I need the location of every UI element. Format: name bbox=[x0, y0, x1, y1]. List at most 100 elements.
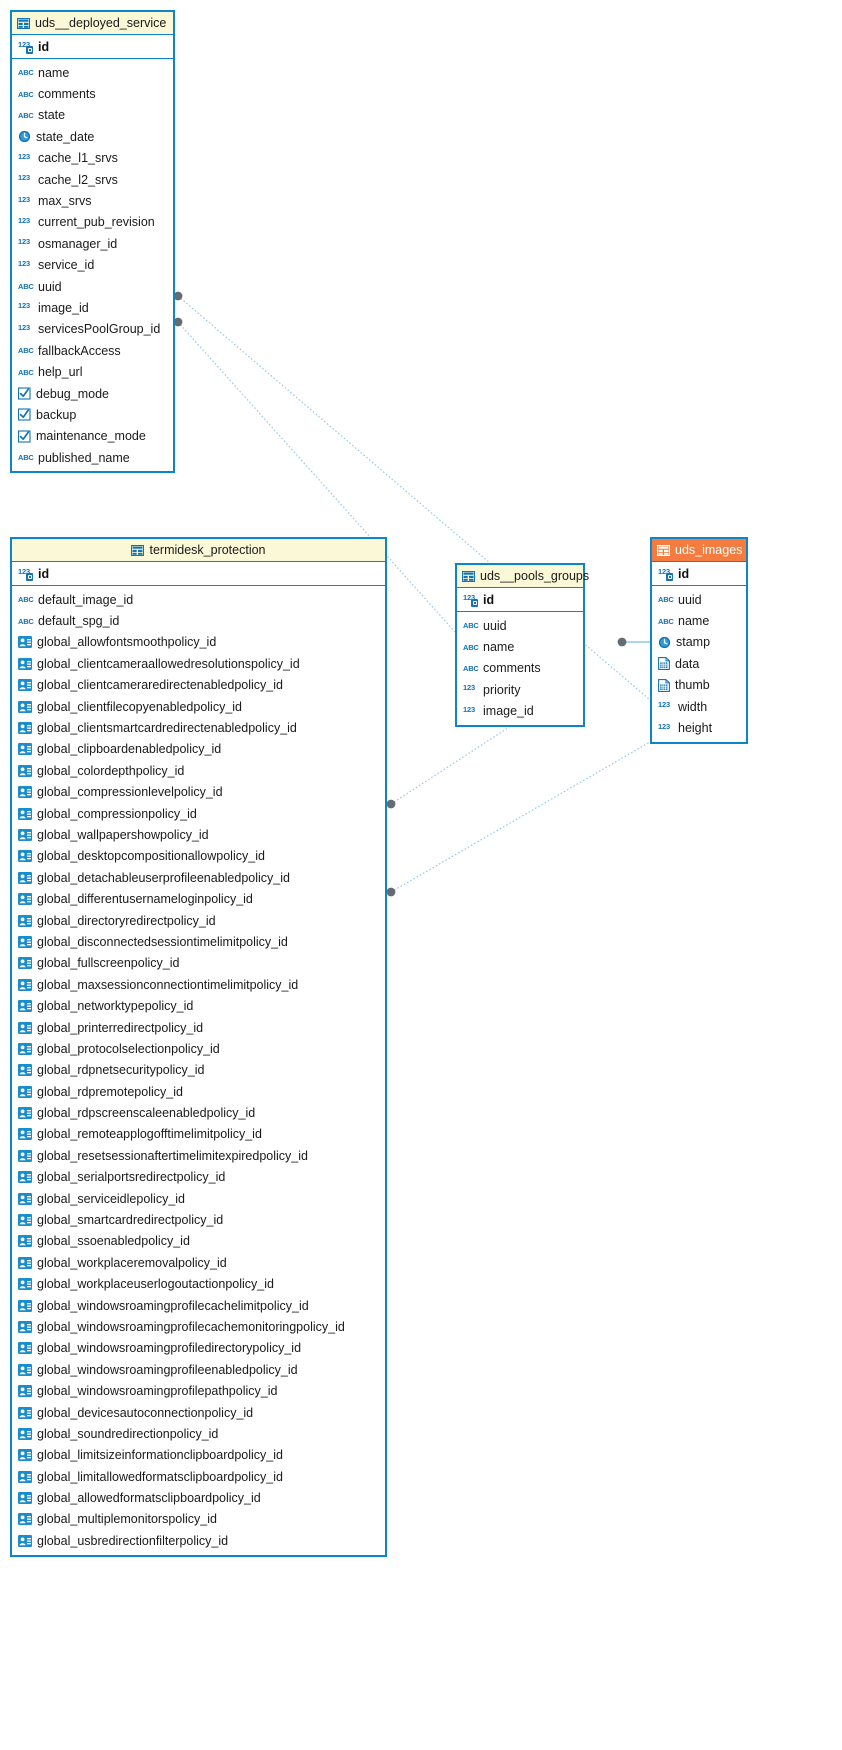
column-row[interactable]: global_windowsroamingprofileenabledpolic… bbox=[12, 1359, 385, 1380]
table-header-termidesk_protection[interactable]: termidesk_protection bbox=[12, 539, 385, 562]
column-row[interactable]: global_maxsessionconnectiontimelimitpoli… bbox=[12, 974, 385, 995]
column-row[interactable]: global_devicesautoconnectionpolicy_id bbox=[12, 1402, 385, 1423]
column-row[interactable]: global_clientcameraallowedresolutionspol… bbox=[12, 653, 385, 674]
column-row[interactable]: global_allowfontsmoothpolicy_id bbox=[12, 632, 385, 653]
column-row[interactable]: global_clientcameraredirectenabledpolicy… bbox=[12, 675, 385, 696]
column-row[interactable]: global_rdpnetsecuritypolicy_id bbox=[12, 1060, 385, 1081]
table-header-uds__pools_groups[interactable]: uds__pools_groups bbox=[457, 565, 589, 588]
reference-type-icon bbox=[18, 1385, 32, 1398]
column-row[interactable]: global_ssoenabledpolicy_id bbox=[12, 1231, 385, 1252]
column-row[interactable]: backup bbox=[12, 404, 173, 425]
column-row[interactable]: global_windowsroamingprofilecachemonitor… bbox=[12, 1316, 385, 1337]
column-row[interactable]: global_rdpscreenscaleenabledpolicy_id bbox=[12, 1102, 385, 1123]
table-header-uds__deployed_service[interactable]: uds__deployed_service bbox=[12, 12, 173, 35]
column-row[interactable]: global_limitsizeinformationclipboardpoli… bbox=[12, 1445, 385, 1466]
column-row[interactable]: global_networktypepolicy_id bbox=[12, 995, 385, 1016]
column-name: global_clientcameraredirectenabledpolicy… bbox=[37, 678, 283, 693]
column-row[interactable]: global_compressionlevelpolicy_id bbox=[12, 782, 385, 803]
column-row[interactable]: global_smartcardredirectpolicy_id bbox=[12, 1209, 385, 1230]
column-row[interactable]: global_windowsroamingprofilepathpolicy_i… bbox=[12, 1380, 385, 1401]
column-row[interactable]: global_resetsessionaftertimelimitexpired… bbox=[12, 1145, 385, 1166]
column-row[interactable]: thumb bbox=[652, 675, 746, 696]
column-row[interactable]: global_serviceidlepolicy_id bbox=[12, 1188, 385, 1209]
column-row[interactable]: global_serialportsredirectpolicy_id bbox=[12, 1167, 385, 1188]
column-name: image_id bbox=[483, 704, 534, 719]
numeric-primary-key-icon: 123 bbox=[18, 567, 33, 581]
column-row[interactable]: global_workplaceremovalpolicy_id bbox=[12, 1252, 385, 1273]
column-row[interactable]: stamp bbox=[652, 632, 746, 653]
column-row[interactable]: data bbox=[652, 653, 746, 674]
column-row[interactable]: global_windowsroamingprofilecachelimitpo… bbox=[12, 1295, 385, 1316]
reference-type-icon bbox=[18, 1363, 32, 1376]
column-row[interactable]: global_desktopcompositionallowpolicy_id bbox=[12, 846, 385, 867]
column-row[interactable]: global_allowedformatsclipboardpolicy_id bbox=[12, 1487, 385, 1508]
column-row[interactable]: global_workplaceuserlogoutactionpolicy_i… bbox=[12, 1274, 385, 1295]
column-row[interactable]: global_limitallowedformatsclipboardpolic… bbox=[12, 1466, 385, 1487]
column-row[interactable]: debug_mode bbox=[12, 383, 173, 404]
column-row[interactable]: maintenance_mode bbox=[12, 426, 173, 447]
column-row[interactable]: global_wallpapershowpolicy_id bbox=[12, 824, 385, 845]
column-row[interactable]: global_clientsmartcardredirectenabledpol… bbox=[12, 717, 385, 738]
reference-type-icon bbox=[18, 850, 32, 863]
column-row[interactable]: global_soundredirectionpolicy_id bbox=[12, 1423, 385, 1444]
column-row[interactable]: global_printerredirectpolicy_id bbox=[12, 1017, 385, 1038]
column-row[interactable]: global_compressionpolicy_id bbox=[12, 803, 385, 824]
column-row[interactable]: global_disconnectedsessiontimelimitpolic… bbox=[12, 931, 385, 952]
column-row[interactable]: global_protocolselectionpolicy_id bbox=[12, 1038, 385, 1059]
column-row[interactable]: global_fullscreenpolicy_id bbox=[12, 953, 385, 974]
column-row[interactable]: global_multiplemonitorspolicy_id bbox=[12, 1509, 385, 1530]
table-header-uds_images[interactable]: uds_images bbox=[652, 539, 746, 562]
column-row[interactable]: global_rdpremotepolicy_id bbox=[12, 1081, 385, 1102]
column-row[interactable]: global_windowsroamingprofiledirectorypol… bbox=[12, 1338, 385, 1359]
column-name: global_networktypepolicy_id bbox=[37, 999, 194, 1014]
column-row[interactable]: global_colordepthpolicy_id bbox=[12, 760, 385, 781]
reference-type-icon bbox=[18, 1406, 32, 1419]
column-row[interactable]: global_detachableuserprofileenabledpolic… bbox=[12, 867, 385, 888]
column-row[interactable]: state_date bbox=[12, 126, 173, 147]
column-row[interactable]: global_clipboardenabledpolicy_id bbox=[12, 739, 385, 760]
reference-type-icon bbox=[18, 743, 32, 756]
column-name: published_name bbox=[38, 450, 130, 465]
column-row[interactable]: global_differentusernameloginpolicy_id bbox=[12, 888, 385, 909]
column-row[interactable]: global_clientfilecopyenabledpolicy_id bbox=[12, 696, 385, 717]
column-row[interactable]: global_remoteapplogofftimelimitpolicy_id bbox=[12, 1124, 385, 1145]
column-row[interactable]: global_usbredirectionfilterpolicy_id bbox=[12, 1530, 385, 1551]
reference-type-icon bbox=[18, 1513, 32, 1526]
column-row[interactable]: global_directoryredirectpolicy_id bbox=[12, 910, 385, 931]
